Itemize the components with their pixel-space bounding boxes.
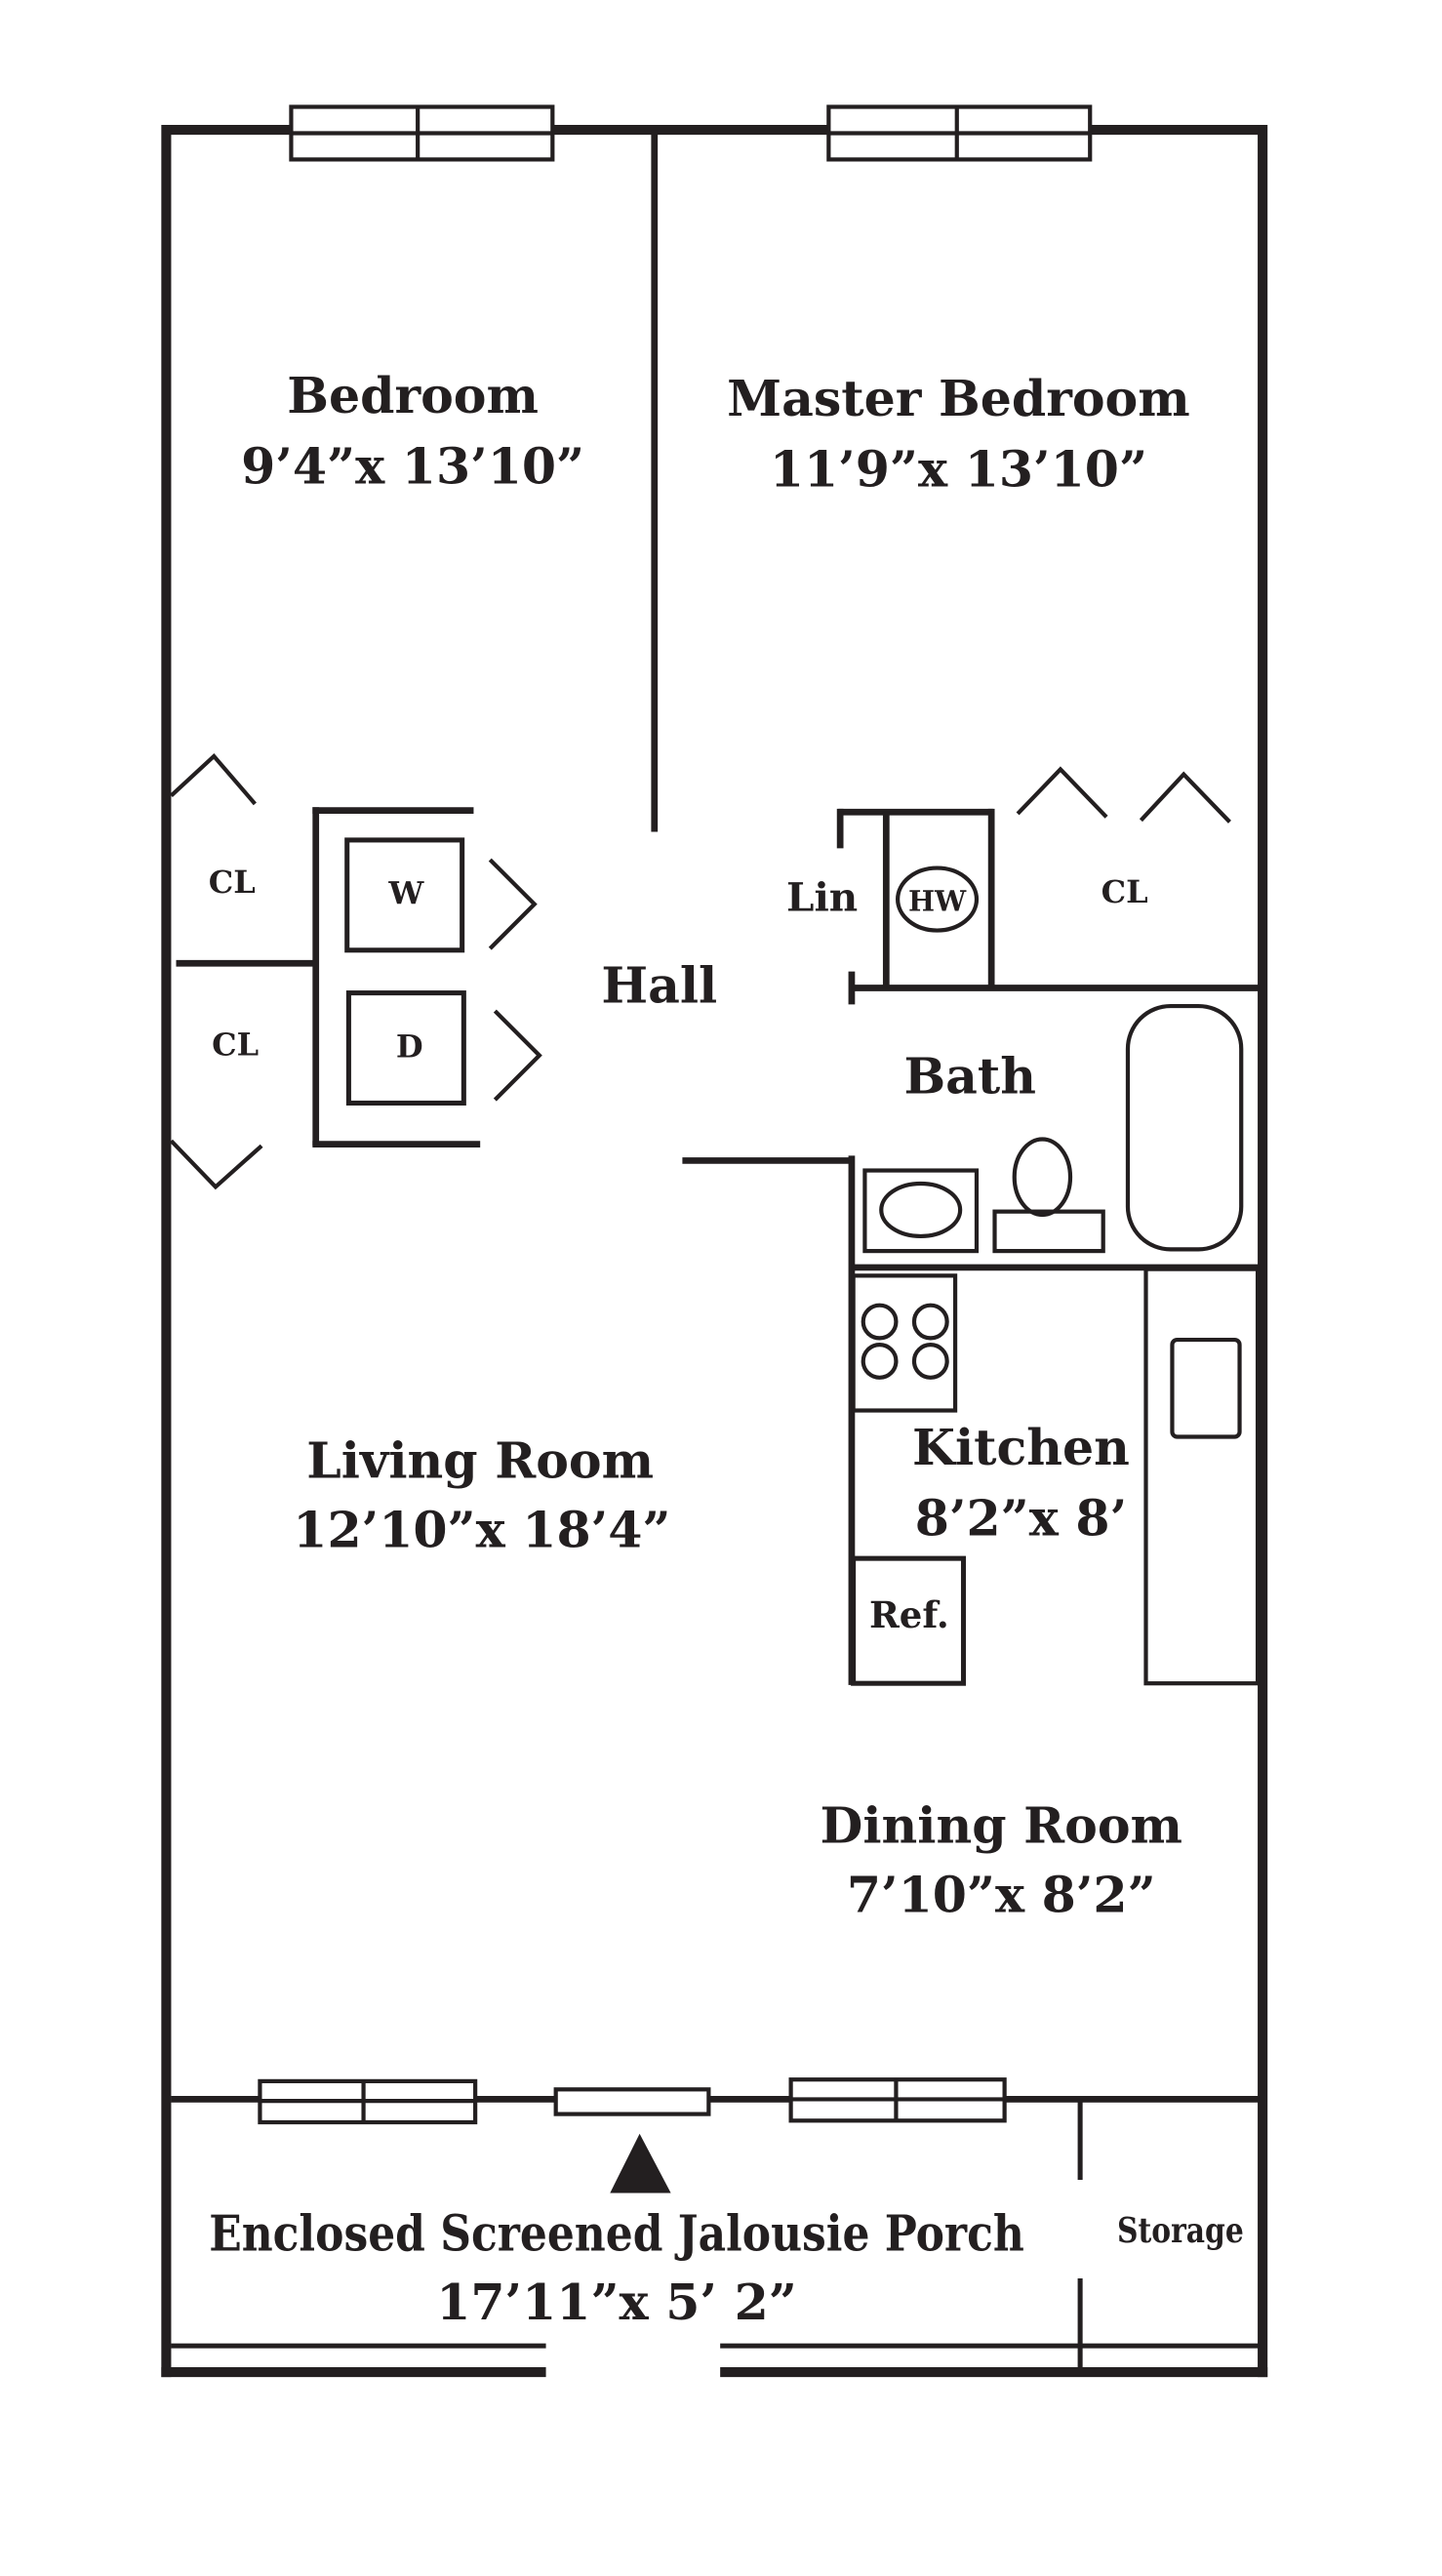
closet-label: CL [209, 864, 256, 901]
window-bedroom [289, 104, 555, 162]
hall-label: Hall [601, 957, 717, 1015]
porch-windows [258, 2077, 1007, 2125]
kitchen-counter [1143, 1267, 1261, 1686]
kitchen-size: 8’2”x 8’ [915, 1490, 1127, 1548]
dryer [345, 990, 466, 1106]
dryer-label: D [396, 1027, 423, 1065]
closet-label: CL [212, 1026, 259, 1064]
water-heater-label: HW [908, 884, 967, 917]
entry-arrow-icon [610, 2133, 671, 2194]
stove-icon [851, 1273, 958, 1413]
washer-label: W [387, 875, 424, 912]
refrigerator-label: Ref. [869, 1593, 949, 1636]
closet-doors [169, 752, 1231, 1190]
porch-size: 17’11”x 5’ 2” [436, 2274, 797, 2331]
dining-room-size: 7’10”x 8’2” [847, 1866, 1156, 1923]
living-room-name: Living Room [306, 1432, 654, 1490]
porch-name: Enclosed Screened Jalousie Porch [209, 2204, 1024, 2262]
water-heater-icon [896, 865, 980, 933]
living-room-size: 12’10”x 18’4” [293, 1501, 670, 1558]
kitchen-name: Kitchen [912, 1419, 1130, 1476]
linen-label: Lin [786, 873, 858, 920]
storage-label: Storage [1117, 2211, 1244, 2251]
bedroom-size: 9’4”x 13’10” [241, 437, 584, 495]
dining-room-name: Dining Room [821, 1797, 1182, 1855]
window-master [826, 104, 1093, 162]
master-bedroom-size: 11’9”x 13’10” [770, 441, 1147, 499]
bath-fixtures [862, 1003, 1244, 1254]
bedroom-name: Bedroom [287, 367, 539, 424]
master-bedroom-name: Master Bedroom [727, 370, 1190, 427]
washer [344, 837, 465, 953]
refrigerator [851, 1555, 967, 1686]
bath-label: Bath [903, 1047, 1036, 1105]
closet-label: CL [1102, 873, 1148, 910]
